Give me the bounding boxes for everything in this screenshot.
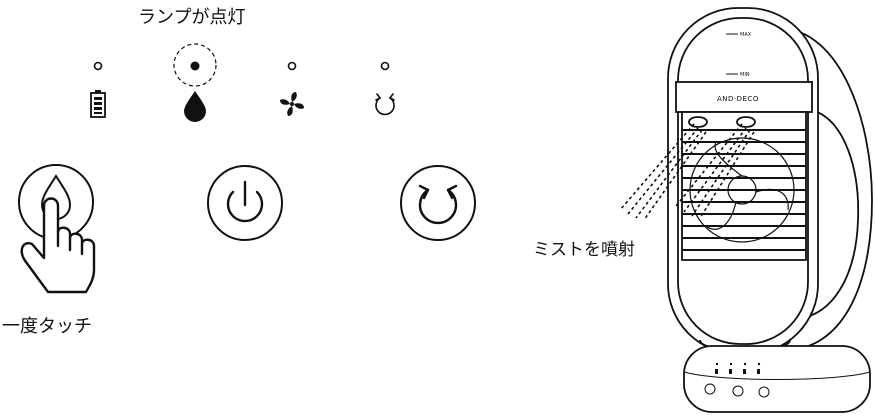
indicator-led-swing [380, 61, 390, 71]
indicator-led-water [173, 43, 217, 87]
fan-icon [280, 92, 304, 116]
device-control-panel [704, 362, 770, 398]
indicator-led-battery [93, 61, 103, 71]
power-button-icon[interactable] [207, 165, 283, 241]
water-drop-icon [184, 91, 206, 122]
battery-icon [90, 90, 106, 118]
pointing-hand-icon [20, 197, 96, 294]
mist-fan-device [667, 7, 873, 413]
indicator-led-fan [287, 61, 297, 71]
mist-spray-label: ミストを噴射 [533, 240, 635, 260]
touch-once-label: 一度タッチ [2, 316, 92, 337]
device-max-label: MAX [740, 32, 752, 38]
swing-icon [375, 93, 395, 116]
swing-button-icon[interactable] [400, 165, 476, 241]
lamp-on-label: ランプが点灯 [138, 7, 246, 28]
device-min-label: MIN [740, 72, 750, 78]
device-brand-label: AND·DECO [717, 95, 759, 103]
mist-spray-lines [619, 123, 755, 221]
